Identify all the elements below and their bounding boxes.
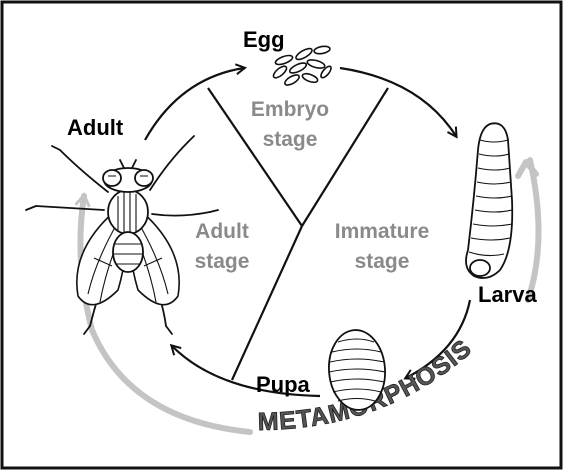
adult-label: Adult: [67, 115, 124, 140]
adult-stage-line1: Adult: [195, 220, 249, 243]
larva-label: Larva: [478, 282, 537, 307]
immature-stage-line1: Immature: [335, 220, 430, 243]
adult-stage-line2: stage: [195, 250, 250, 273]
embryo-stage-line2: stage: [263, 128, 318, 151]
immature-stage-line2: stage: [355, 250, 410, 273]
egg-label: Egg: [243, 27, 285, 52]
embryo-stage-line1: Embryo: [251, 98, 329, 121]
pupa-label: Pupa: [256, 372, 311, 397]
